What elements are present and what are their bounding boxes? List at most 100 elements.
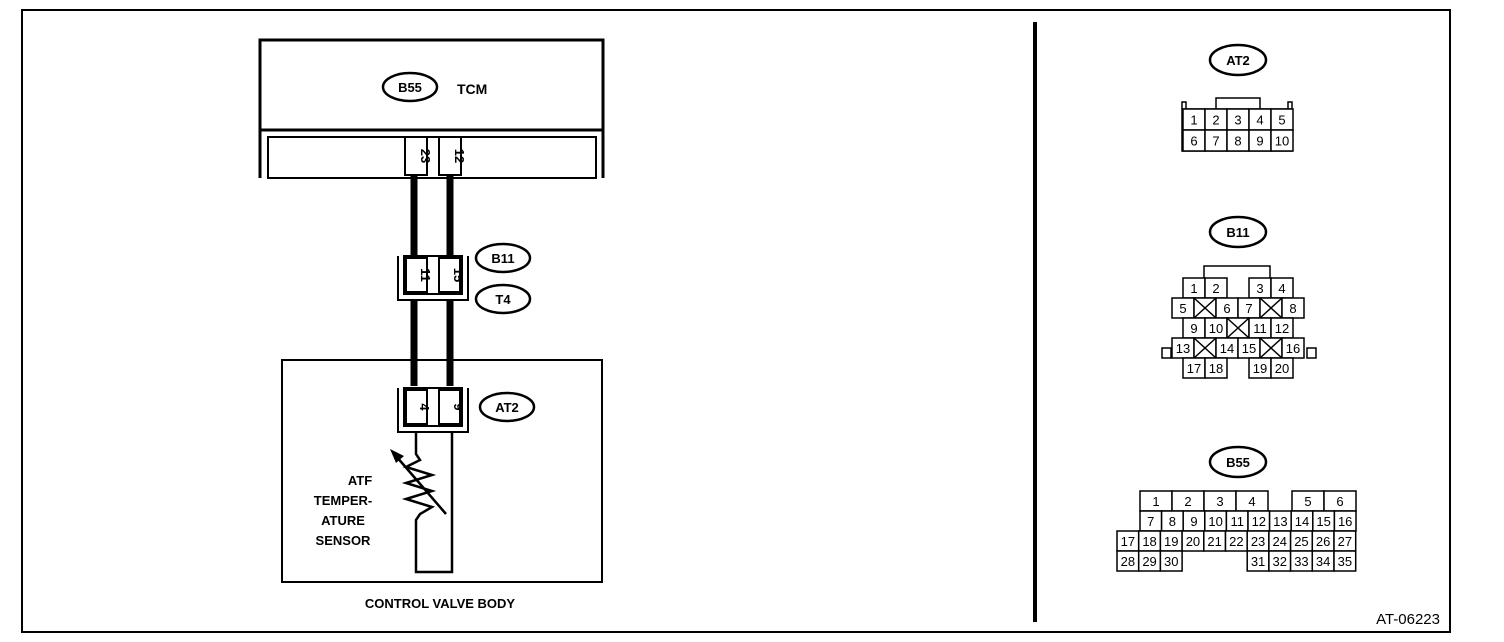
junction-pin-a xyxy=(405,257,428,293)
b11-pin-number: 4 xyxy=(1278,281,1285,296)
b55-pin-number: 31 xyxy=(1251,554,1265,569)
b55-pin-number: 22 xyxy=(1229,534,1243,549)
thermistor-arrow-icon xyxy=(390,449,447,515)
b11-pin-number: 17 xyxy=(1187,361,1201,376)
b55-cell xyxy=(1333,550,1357,572)
outer-frame xyxy=(21,9,1451,633)
at2-pin-number: 4 xyxy=(1256,113,1263,128)
b11-title: B11 xyxy=(1226,225,1249,240)
b11-pin-number: 15 xyxy=(1242,341,1256,356)
sensor-loop xyxy=(401,432,454,574)
b11-pin-number: 13 xyxy=(1176,341,1190,356)
b11-pin-number: 16 xyxy=(1286,341,1300,356)
b11-pin-number: 8 xyxy=(1289,301,1296,316)
at2-pin-number: 9 xyxy=(1256,134,1263,149)
tcm-pin-a-label: 23 xyxy=(418,149,433,163)
b11-pin-number: 11 xyxy=(1253,321,1267,336)
at2-pin-number: 1 xyxy=(1190,113,1197,128)
junction-pin-b xyxy=(438,257,461,293)
at2-pin-number: 2 xyxy=(1212,113,1219,128)
b55-pin-number: 15 xyxy=(1316,514,1330,529)
tcm-connector-tag xyxy=(381,71,439,103)
valve-body-label: CONTROL VALVE BODY xyxy=(365,596,516,611)
b11-pin-number: 3 xyxy=(1256,281,1263,296)
b55-pin-number: 4 xyxy=(1248,494,1255,509)
b55-pin-number: 21 xyxy=(1207,534,1221,549)
sensor-label-line-4: SENSOR xyxy=(316,533,372,548)
at2-pin-number: 3 xyxy=(1234,113,1241,128)
b11-pin-number: 2 xyxy=(1212,281,1219,296)
at2-pin-number: 8 xyxy=(1234,134,1241,149)
b55-pin-number: 34 xyxy=(1316,554,1330,569)
sensor-label-line-2: TEMPER- xyxy=(314,493,373,508)
valve-pin-b-label: 9 xyxy=(451,403,466,410)
b11-cell xyxy=(1270,357,1294,379)
junction-tag-bottom-text: T4 xyxy=(495,292,511,307)
tcm-pin-b xyxy=(438,136,462,176)
b11-pin-number: 7 xyxy=(1245,301,1252,316)
b55-pin-number: 5 xyxy=(1304,494,1311,509)
b11-pin-number: 6 xyxy=(1223,301,1230,316)
b55-pin-number: 32 xyxy=(1273,554,1287,569)
b11-blank-mark xyxy=(1193,297,1217,319)
b11-blank-mark xyxy=(1226,317,1250,339)
valve-connector-tag xyxy=(478,391,536,423)
b11-pin-number: 5 xyxy=(1179,301,1186,316)
at2-pin-number: 10 xyxy=(1275,134,1289,149)
junction-tag-top-text: B11 xyxy=(491,251,514,266)
harness-wires xyxy=(410,176,454,386)
b55-pin-number: 18 xyxy=(1142,534,1156,549)
b55-pin-number: 3 xyxy=(1216,494,1223,509)
b11-blank-mark xyxy=(1259,297,1283,319)
b11-pin-number: 18 xyxy=(1209,361,1223,376)
valve-pin-a-label: 4 xyxy=(417,403,432,411)
at2-title: AT2 xyxy=(1226,53,1250,68)
at2-title-tag xyxy=(1208,43,1268,77)
b55-pin-number: 30 xyxy=(1164,554,1178,569)
junction-pin-b-label: 15 xyxy=(451,268,466,282)
b11-title-tag xyxy=(1208,215,1268,249)
b55-pin-number: 11 xyxy=(1230,514,1244,529)
b55-pin-number: 29 xyxy=(1142,554,1156,569)
junction-pin-a-label: 11 xyxy=(418,268,433,282)
b55-pin-number: 6 xyxy=(1336,494,1343,509)
b55-pin-number: 27 xyxy=(1338,534,1352,549)
b55-pin-number: 35 xyxy=(1338,554,1352,569)
junction-tag-bottom xyxy=(474,283,532,315)
b55-cell xyxy=(1159,550,1183,572)
junction-tag-top xyxy=(474,242,532,274)
b55-pin-number: 12 xyxy=(1252,514,1266,529)
b11-blank-mark xyxy=(1259,337,1283,359)
b11-blank-mark xyxy=(1193,337,1217,359)
valve-pin-b xyxy=(438,389,461,425)
b55-pin-number: 33 xyxy=(1294,554,1308,569)
b55-pin-number: 19 xyxy=(1164,534,1178,549)
at2-pin-number: 6 xyxy=(1190,134,1197,149)
tcm-pin-a xyxy=(404,136,428,176)
tcm-connector-tag-text: B55 xyxy=(398,80,422,95)
tcm-unit: B55 TCM 23 12 xyxy=(258,38,605,179)
b55-pin-number: 26 xyxy=(1316,534,1330,549)
b55-title: B55 xyxy=(1226,455,1250,470)
valve-connector-tag-text: AT2 xyxy=(495,400,519,415)
b55-pin-number: 17 xyxy=(1121,534,1135,549)
b11-pin-number: 12 xyxy=(1275,321,1289,336)
b55-pin-number: 10 xyxy=(1208,514,1222,529)
b11-pin-number: 14 xyxy=(1220,341,1234,356)
b11-pin-number: 20 xyxy=(1275,361,1289,376)
at2-pin-number: 5 xyxy=(1278,113,1285,128)
b55-pin-number: 9 xyxy=(1190,514,1197,529)
b11-cell xyxy=(1204,357,1228,379)
b11-pin-number: 9 xyxy=(1190,321,1197,336)
b55-pin-number: 13 xyxy=(1273,514,1287,529)
sensor-label-line-3: ATURE xyxy=(321,513,365,528)
b11-pin-number: 1 xyxy=(1190,281,1197,296)
b55-title-tag xyxy=(1208,445,1268,479)
b55-pin-number: 20 xyxy=(1186,534,1200,549)
valve-pin-a xyxy=(405,389,428,425)
b11-pin-number: 10 xyxy=(1209,321,1223,336)
at2-pin-number: 7 xyxy=(1212,134,1219,149)
